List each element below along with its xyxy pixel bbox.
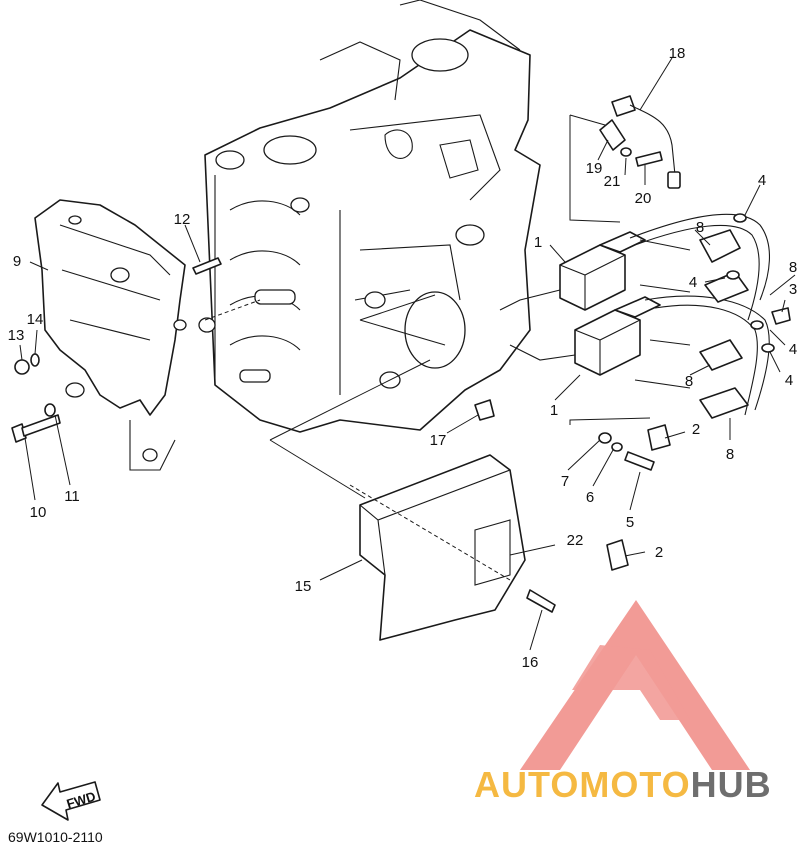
callout-13: 13 (8, 327, 25, 344)
callout-4-bottom: 4 (785, 372, 793, 389)
fwd-arrow-icon: FWD (41, 781, 101, 821)
callout-4-right: 4 (789, 341, 797, 358)
callout-labels: 1 1 2 2 3 4 4 4 4 5 6 7 8 8 8 8 9 10 11 … (8, 45, 798, 671)
left-fasteners (11, 257, 222, 443)
callout-8-mid: 8 (685, 373, 693, 390)
callout-8-right: 8 (789, 259, 797, 276)
callout-21: 21 (604, 173, 621, 190)
callout-19: 19 (586, 160, 603, 177)
leader-lines (19, 57, 796, 651)
callout-8-top: 8 (696, 219, 704, 236)
callout-12: 12 (174, 211, 191, 228)
callout-7: 7 (561, 473, 569, 490)
watermark-text: AUTOMOTOHUB (474, 764, 772, 806)
callout-9: 9 (13, 253, 21, 270)
callout-3: 3 (789, 281, 797, 298)
watermark-logo (520, 600, 750, 770)
callout-2-upper: 2 (692, 421, 700, 438)
watermark-text-part1: AUTOMOTO (474, 764, 691, 805)
part-code: 69W1010-2110 (8, 829, 103, 845)
callout-6: 6 (586, 489, 594, 506)
callout-11: 11 (64, 488, 80, 505)
right-fasteners (474, 399, 671, 613)
callout-22: 22 (567, 532, 584, 549)
callout-4-mid: 4 (689, 274, 697, 291)
callout-18: 18 (669, 45, 686, 62)
callout-17: 17 (430, 432, 447, 449)
watermark-text-part2: HUB (690, 764, 772, 805)
callout-2-lower: 2 (655, 544, 663, 561)
callout-15: 15 (295, 578, 312, 595)
callout-1-upper: 1 (534, 234, 542, 251)
electrical-cover (359, 454, 526, 641)
callout-10: 10 (30, 504, 47, 521)
callout-20: 20 (635, 190, 652, 207)
callout-4-top: 4 (758, 172, 766, 189)
engine-bracket (34, 199, 187, 471)
ignition-coil-lower (509, 296, 661, 376)
callout-8-bottom: 8 (726, 446, 734, 463)
plug-leads (629, 213, 791, 419)
thermo-sensor (599, 95, 681, 189)
alignment-lines (204, 114, 651, 581)
callout-14: 14 (27, 311, 44, 328)
callout-5: 5 (626, 514, 634, 531)
callout-1-lower: 1 (550, 402, 558, 419)
cylinder-block (198, 0, 541, 433)
callout-16: 16 (522, 654, 539, 671)
